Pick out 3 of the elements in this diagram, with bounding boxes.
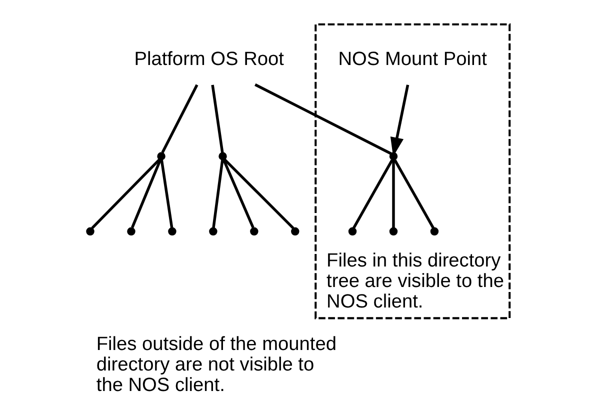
node-text: Platform OS Root [134, 48, 284, 70]
node-text: NOS Mount Point [338, 48, 486, 70]
label: Files outside of the mounted directory are not visible to the NOS client. [96, 334, 336, 396]
